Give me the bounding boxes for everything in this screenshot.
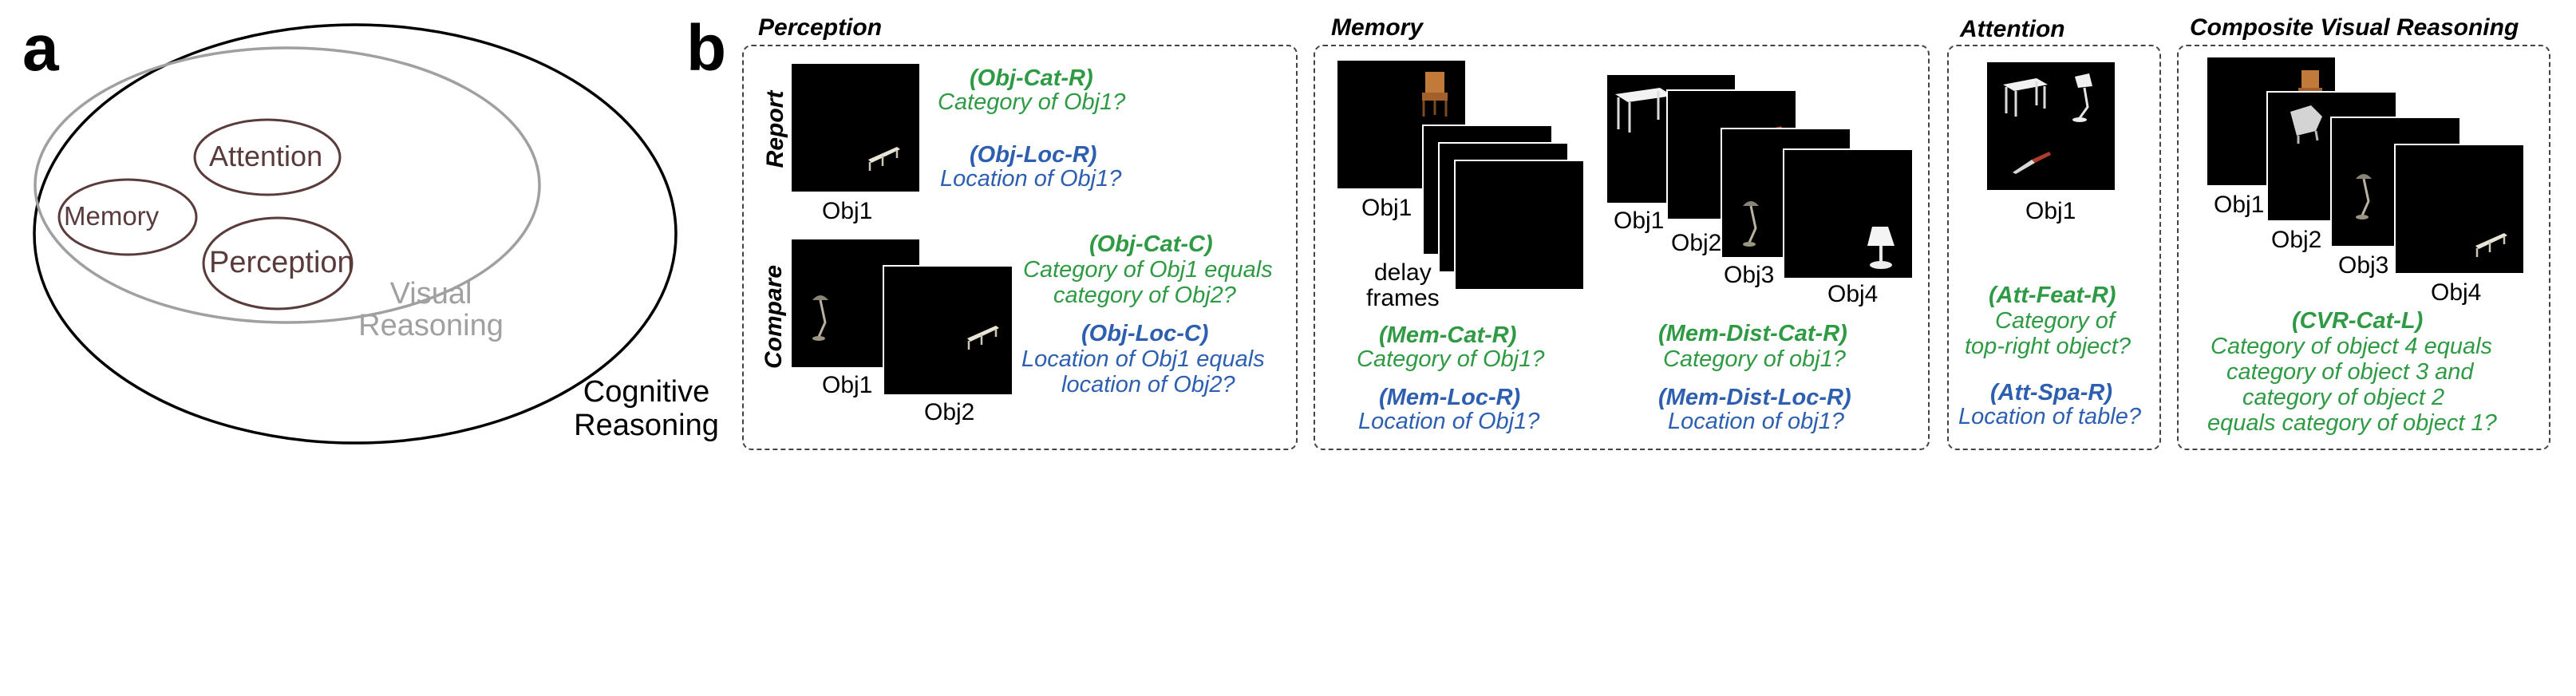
att-feat-r-code: (Att-Feat-R) — [1989, 283, 2116, 308]
cognitive-reasoning-line-2: Reasoning — [574, 409, 719, 442]
cvr-cat-l-line-3: category of object 2 — [2242, 385, 2445, 410]
chair-icon — [1422, 72, 1448, 117]
venn-memory-label: Memory — [64, 201, 160, 231]
obj-loc-r-code: (Obj-Loc-R) — [970, 142, 1097, 168]
lamp-icon — [2356, 174, 2372, 219]
venn-attention-label: Attention — [209, 140, 323, 172]
mem-cat-r-text: Category of Obj1? — [1357, 346, 1545, 372]
row-label-compare: Compare — [761, 264, 787, 370]
att-spa-r-text: Location of table? — [1958, 404, 2141, 429]
attention-title: Attention — [1960, 16, 2065, 42]
compare-obj1-label: Obj1 — [822, 372, 873, 398]
memory-box — [1314, 45, 1930, 450]
dist-obj3-label: Obj3 — [1724, 262, 1775, 288]
memory-ellipse — [57, 178, 198, 256]
cvr-obj4-frame — [2394, 144, 2525, 275]
mem-cat-r-code: (Mem-Cat-R) — [1379, 322, 1517, 348]
attention-box — [1947, 45, 2161, 450]
row-label-report: Report — [762, 90, 788, 168]
table-icon — [2003, 78, 2048, 117]
chair-icon — [2290, 105, 2322, 144]
obj-loc-c-line-2: location of Obj2? — [1061, 372, 1235, 397]
cognitive-reasoning-line-1: Cognitive — [583, 375, 710, 409]
att-obj1-frame — [1985, 61, 2116, 192]
cvr-obj4-label: Obj4 — [2431, 279, 2482, 306]
obj-cat-c-code: (Obj-Cat-C) — [1089, 231, 1213, 257]
cvr-title: Composite Visual Reasoning — [2190, 14, 2519, 41]
venn-visual-reasoning-label: Visual Reasoning — [351, 278, 511, 342]
bench-icon — [868, 147, 900, 171]
delay-frame-3 — [1454, 160, 1585, 291]
obj-cat-r-text: Category of Obj1? — [938, 89, 1126, 115]
mem-dist-cat-r-code: (Mem-Dist-Cat-R) — [1658, 321, 1847, 346]
lamp-icon — [2072, 73, 2092, 122]
obj-loc-r-text: Location of Obj1? — [940, 166, 1122, 192]
visual-reasoning-line-2: Reasoning — [358, 309, 504, 342]
panel-label-b: b — [686, 12, 727, 85]
knife-icon — [2013, 152, 2051, 174]
delay-line-1: delay — [1373, 259, 1432, 286]
panel-label-a: a — [22, 12, 59, 85]
cvr-box — [2177, 45, 2550, 450]
dist-obj1-label: Obj1 — [1614, 208, 1665, 234]
mem-dist-cat-r-text: Category of obj1? — [1663, 346, 1846, 372]
lamp-icon — [812, 295, 828, 341]
visual-reasoning-ellipse — [34, 46, 541, 324]
attention-ellipse — [193, 118, 342, 196]
mem-dist-loc-r-text: Location of obj1? — [1668, 409, 1844, 434]
att-feat-r-line-1: Category of — [1995, 308, 2115, 334]
report-obj1-label: Obj1 — [822, 198, 873, 224]
cvr-obj3-label: Obj3 — [2338, 252, 2389, 279]
att-spa-r-code: (Att-Spa-R) — [1990, 380, 2113, 405]
cvr-cat-l-line-4: equals category of object 1? — [2207, 410, 2497, 436]
perception-title: Perception — [758, 14, 883, 41]
mem-dist-loc-r-code: (Mem-Dist-Loc-R) — [1658, 385, 1851, 410]
cvr-obj2-label: Obj2 — [2271, 227, 2322, 253]
compare-obj2-label: Obj2 — [924, 399, 975, 425]
venn-cognitive-reasoning-label: Cognitive Reasoning — [567, 375, 726, 442]
cognitive-reasoning-ellipse — [33, 23, 678, 445]
cvr-obj1-label: Obj1 — [2214, 192, 2265, 218]
memory-title: Memory — [1331, 14, 1424, 41]
obj-cat-c-line-2: category of Obj2? — [1053, 283, 1236, 308]
cvr-cat-l-line-2: category of object 3 and — [2226, 359, 2474, 385]
bench-icon — [967, 326, 999, 350]
delay-line-2: frames — [1366, 285, 1440, 311]
mem-loc-r-text: Location of Obj1? — [1358, 409, 1540, 434]
lamp-icon — [1867, 227, 1894, 269]
lamp-icon — [1743, 201, 1759, 247]
obj-cat-r-code: (Obj-Cat-R) — [970, 65, 1093, 91]
mem-loc-r-code: (Mem-Loc-R) — [1379, 385, 1521, 410]
perception-box — [742, 45, 1298, 450]
att-feat-r-line-2: top-right object? — [1965, 334, 2131, 359]
venn-perception-label: Perception — [209, 246, 354, 279]
att-obj1-label: Obj1 — [2025, 198, 2076, 224]
perception-ellipse — [202, 216, 354, 310]
cvr-cat-l-code: (CVR-Cat-L) — [2292, 308, 2424, 334]
delay-frames-label: delay frames — [1366, 260, 1440, 311]
obj-loc-c-code: (Obj-Loc-C) — [1081, 321, 1209, 346]
obj-loc-c-line-1: Location of Obj1 equals — [1021, 346, 1265, 372]
compare-obj2-frame — [883, 265, 1013, 396]
dist-obj4-frame — [1783, 148, 1914, 279]
table-icon — [1615, 88, 1673, 132]
bench-icon — [2475, 233, 2507, 257]
obj-cat-c-line-1: Category of Obj1 equals — [1023, 257, 1273, 283]
dist-obj2-label: Obj2 — [1671, 230, 1722, 256]
cvr-cat-l-line-1: Category of object 4 equals — [2211, 334, 2493, 359]
dist-obj4-label: Obj4 — [1827, 281, 1879, 307]
mem-obj1-label: Obj1 — [1361, 195, 1412, 221]
visual-reasoning-line-1: Visual — [389, 277, 472, 310]
venn-diagram — [33, 23, 678, 445]
report-obj1-frame — [790, 62, 921, 193]
